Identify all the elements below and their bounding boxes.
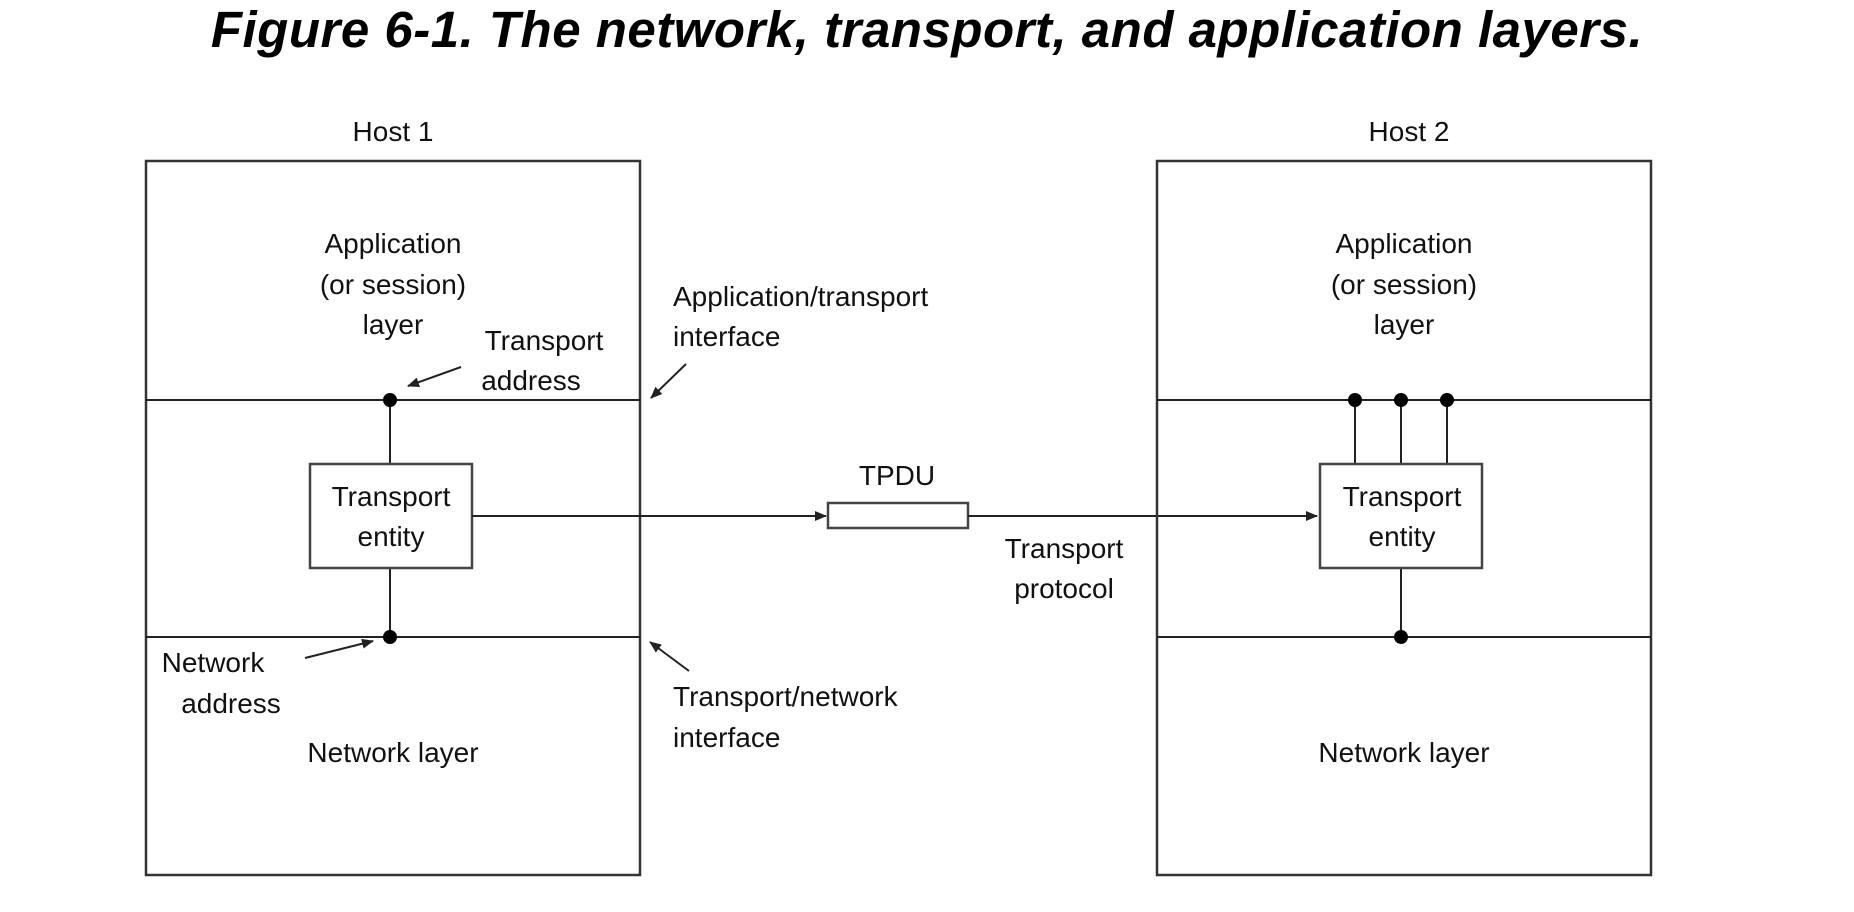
host-2-transport-address-dot-1: [1348, 393, 1362, 407]
transport-address-arrow: [407, 366, 462, 387]
network-address-label-line-1: Network: [162, 647, 266, 678]
host-2-box: [1155, 159, 1653, 877]
app-transport-interface-arrow: [650, 363, 687, 399]
host-2-transport-address-dot-3: [1440, 393, 1454, 407]
host-2-app-layer-line-3: layer: [1374, 309, 1435, 340]
host-1-transport-entity-line-1: Transport: [332, 481, 451, 512]
host-1-transport-address-dot: [383, 393, 397, 407]
host-1-transport-entity-line-2: entity: [358, 521, 425, 552]
host-1-transport-entity-box: [308, 462, 474, 570]
host-1-network-layer-label: Network layer: [307, 737, 478, 768]
host-2-app-layer-line-2: (or session): [1331, 269, 1477, 300]
annotations: Transport address Network address Applic…: [162, 281, 1318, 753]
host-1-box: [144, 159, 642, 877]
network-address-label-line-2: address: [181, 688, 281, 719]
host-1-app-layer-line-3: layer: [363, 309, 424, 340]
host-2-transport-entity-box: [1318, 462, 1484, 570]
transport-address-label-line-1: Transport: [485, 325, 604, 356]
network-address-arrow: [304, 638, 374, 659]
host-2-label: Host 2: [1369, 116, 1450, 147]
transport-address-label-line-2: address: [481, 365, 581, 396]
figure-title: Figure 6-1. The network, transport, and …: [210, 1, 1644, 58]
app-transport-interface-label-line-2: interface: [673, 321, 780, 352]
transport-protocol-label-line-1: Transport: [1005, 533, 1124, 564]
host-2-network-layer-label: Network layer: [1318, 737, 1489, 768]
host-1-label: Host 1: [353, 116, 434, 147]
host-1-network-address-dot: [383, 630, 397, 644]
tpdu-label: TPDU: [859, 460, 935, 491]
tpdu-packet: [826, 501, 970, 530]
transport-protocol-label-line-2: protocol: [1014, 573, 1114, 604]
host-1-app-layer-line-1: Application: [325, 228, 462, 259]
app-transport-interface-label-line-1: Application/transport: [673, 281, 928, 312]
host-2-transport-address-dot-2: [1394, 393, 1408, 407]
transport-network-interface-label-line-1: Transport/network: [673, 681, 899, 712]
host-1: Host 1 Application (or session) layer Tr…: [144, 116, 642, 877]
host-2-network-address-dot: [1394, 630, 1408, 644]
transport-network-interface-label-line-2: interface: [673, 722, 780, 753]
host-2-transport-entity-line-1: Transport: [1343, 481, 1462, 512]
host-2: Host 2 Application (or session) layer Tr…: [1155, 116, 1653, 877]
transport-network-interface-arrow: [649, 641, 690, 672]
host-2-transport-entity-line-2: entity: [1369, 521, 1436, 552]
host-1-app-layer-line-2: (or session): [320, 269, 466, 300]
host-2-app-layer-line-1: Application: [1336, 228, 1473, 259]
